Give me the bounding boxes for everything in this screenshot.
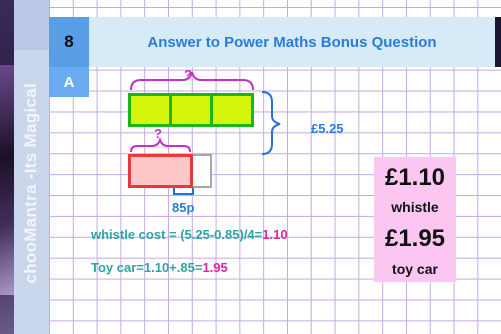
toy-car-label: toy car xyxy=(392,261,438,277)
header-edge xyxy=(495,17,501,67)
whistle-formula: whistle cost = (5.25-0.85)/4=1.10 xyxy=(91,227,288,242)
lower-question-mark: ? xyxy=(154,126,162,141)
toy-car-bar-fill xyxy=(128,154,193,188)
total-label: £5.25 xyxy=(311,121,344,136)
lower-brace xyxy=(130,136,191,153)
top-brace xyxy=(130,71,254,91)
left-edge xyxy=(0,0,14,334)
whistle-formula-text: whistle cost = (5.25-0.85)/4= xyxy=(91,227,263,242)
whistle-segment xyxy=(131,96,172,124)
whistle-price: £1.10 xyxy=(384,164,446,191)
toy-car-formula: Toy car=1.10+.85=1.95 xyxy=(91,260,228,275)
whistle-segment xyxy=(172,96,213,124)
toy-car-bar xyxy=(128,154,212,188)
whistle-bar xyxy=(128,93,254,127)
toy-car-price: £1.95 xyxy=(384,225,446,252)
section-label: A xyxy=(49,67,89,97)
question-number: 8 xyxy=(49,17,89,67)
edge-photo xyxy=(0,65,14,295)
side-banner: chooMantra -Its Magical xyxy=(14,0,49,334)
toy-car-formula-result: 1.95 xyxy=(202,260,228,275)
whistle-label: whistle xyxy=(391,199,439,215)
difference-bracket xyxy=(173,188,194,195)
whistle-formula-result: 1.10 xyxy=(262,227,288,242)
total-brace xyxy=(261,91,281,155)
difference-label: 85p xyxy=(172,200,195,215)
page-title: Answer to Power Maths Bonus Question xyxy=(89,17,495,67)
answer-box xyxy=(374,157,456,282)
top-question-mark: ? xyxy=(184,67,192,82)
side-banner-top xyxy=(14,0,49,50)
toy-car-formula-text: Toy car=1.10+.85= xyxy=(91,260,203,275)
